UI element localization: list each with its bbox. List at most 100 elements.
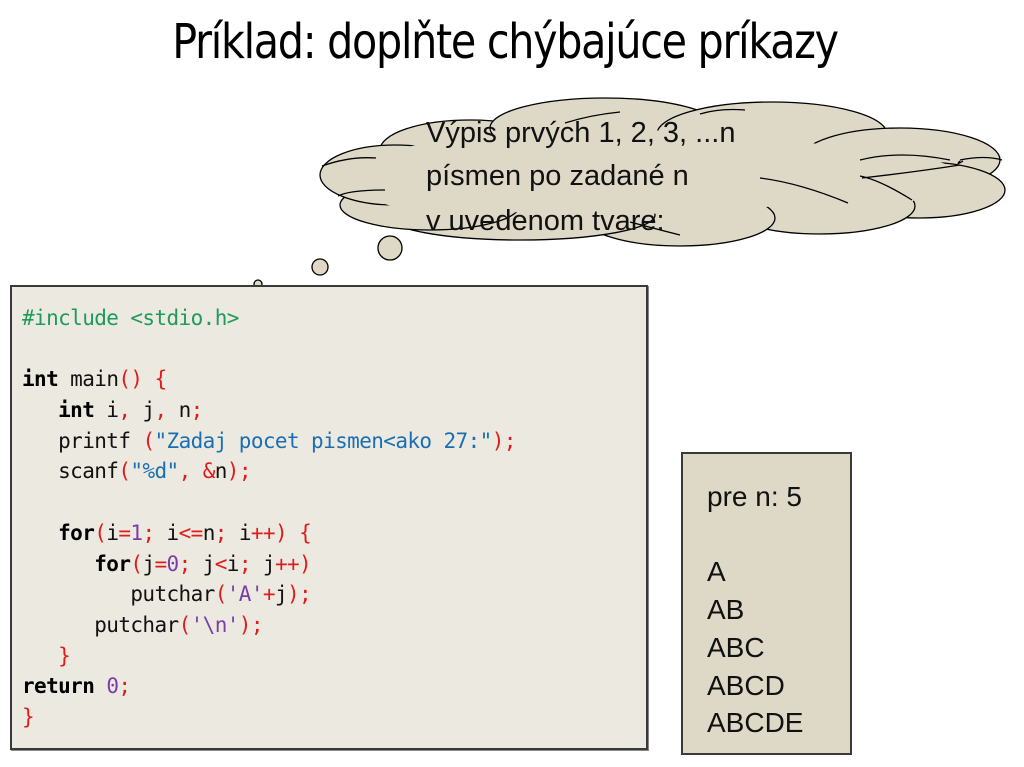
code-line: }	[22, 641, 516, 672]
code-token: putchar	[22, 612, 179, 637]
code-token: #include <stdio.h>	[22, 306, 239, 330]
code-token: ()	[118, 367, 143, 392]
code-token: i	[94, 398, 119, 423]
code-token: =	[118, 520, 131, 545]
code-token: 0	[106, 674, 119, 699]
program-output: pre n: 5 A AB ABC ABCD ABCDE	[707, 478, 803, 742]
code-line: scanf("%d", &n);	[22, 456, 516, 487]
code-token: =	[154, 551, 168, 576]
code-token: }	[58, 643, 71, 668]
code-line: putchar('\n');	[22, 610, 516, 641]
code-line	[22, 487, 516, 518]
output-line: AB	[707, 594, 745, 626]
code-token: {	[154, 367, 168, 392]
code-token: ,	[154, 398, 168, 423]
code-token: 'A'	[226, 582, 264, 607]
output-line: ABCDE	[707, 707, 804, 739]
code-token: 1	[130, 520, 143, 545]
code-token: n	[214, 459, 228, 484]
code-token: j	[130, 398, 155, 423]
code-line: for(i=1; i<=n; i++) {	[22, 518, 516, 549]
code-token: j	[274, 582, 288, 607]
code-token: );	[491, 428, 517, 453]
code-token: }	[22, 704, 35, 729]
code-token: "Zadaj pocet pismen<ako 27:"	[154, 428, 492, 453]
code-token: (	[178, 612, 192, 637]
code-token: putchar	[22, 582, 215, 607]
code-token: );	[226, 459, 252, 484]
code-token: ;	[190, 398, 204, 423]
code-token: );	[238, 612, 264, 637]
code-line: return 0;	[22, 671, 516, 702]
code-token: +	[262, 582, 276, 607]
code-line: }	[22, 702, 516, 733]
code-token: );	[286, 582, 312, 607]
output-blank-line	[707, 516, 803, 554]
code-token: &	[202, 459, 216, 484]
code-token: '\n'	[190, 612, 240, 637]
code-token: (	[214, 582, 228, 607]
code-token	[22, 644, 58, 668]
code-token: ++)	[274, 551, 312, 576]
code-token: return	[22, 674, 95, 699]
code-token: printf	[22, 428, 143, 453]
code-token	[22, 398, 58, 422]
code-line: int i, j, n;	[22, 395, 516, 426]
code-token: i	[226, 551, 240, 576]
output-header: pre n: 5	[707, 481, 802, 512]
code-token	[142, 367, 154, 391]
code-token: <=	[178, 520, 204, 545]
code-token: ++)	[250, 520, 288, 545]
code-token: <	[214, 551, 228, 576]
thought-bubble-text: Výpis prvých 1, 2, 3, ...n písmen po zad…	[426, 112, 735, 243]
slide-title: Príklad: doplňte chýbajúce príkazy	[172, 14, 839, 70]
code-line: for(j=0; j<i; j++)	[22, 549, 516, 580]
code-token: main	[58, 367, 119, 392]
thought-bubble-line: písmen po zadané n	[426, 160, 689, 192]
code-token: (	[130, 551, 143, 576]
code-token: ;	[214, 520, 228, 545]
code-line: printf ("Zadaj pocet pismen<ako 27:");	[22, 426, 516, 457]
thought-bubble-line: v uvedenom tvare:	[426, 205, 665, 237]
code-line	[22, 334, 516, 365]
code-token: j	[190, 551, 216, 576]
code-listing: #include <stdio.h> int main() { int i, j,…	[22, 303, 516, 733]
code-token: (	[118, 459, 131, 484]
code-token	[22, 521, 58, 545]
code-token: {	[299, 520, 312, 545]
code-token: i	[226, 520, 252, 545]
code-token: ;	[118, 674, 131, 699]
code-token: 0	[166, 551, 180, 576]
code-token: for	[58, 520, 95, 545]
code-token: ;	[238, 551, 252, 576]
code-token	[287, 521, 299, 545]
program-output-box: pre n: 5 A AB ABC ABCD ABCDE	[681, 452, 852, 755]
code-token: int	[58, 398, 95, 423]
code-token: i	[106, 520, 119, 545]
code-line: putchar('A'+j);	[22, 579, 516, 610]
code-token: scanf	[22, 459, 119, 484]
code-token: ;	[178, 551, 192, 576]
code-token: j	[250, 551, 276, 576]
output-line: ABC	[707, 631, 765, 663]
output-line: A	[707, 556, 726, 588]
code-token: ,	[178, 459, 192, 484]
code-token: (	[94, 520, 107, 545]
code-token: n	[202, 520, 216, 545]
code-token: for	[94, 551, 131, 576]
thought-bubble-line: Výpis prvých 1, 2, 3, ...n	[426, 117, 736, 149]
code-token: ;	[142, 520, 155, 545]
code-token	[22, 552, 94, 576]
code-token: int	[22, 367, 59, 392]
code-listing-box: #include <stdio.h> int main() { int i, j,…	[10, 285, 648, 750]
code-token: n	[166, 398, 192, 423]
code-token	[191, 459, 203, 483]
code-token	[94, 674, 106, 698]
code-token: ,	[118, 398, 131, 423]
code-token: (	[142, 428, 155, 453]
code-token: "%d"	[130, 459, 179, 484]
code-token: i	[154, 520, 180, 545]
code-token: j	[142, 551, 155, 576]
output-line: ABCD	[707, 669, 785, 701]
